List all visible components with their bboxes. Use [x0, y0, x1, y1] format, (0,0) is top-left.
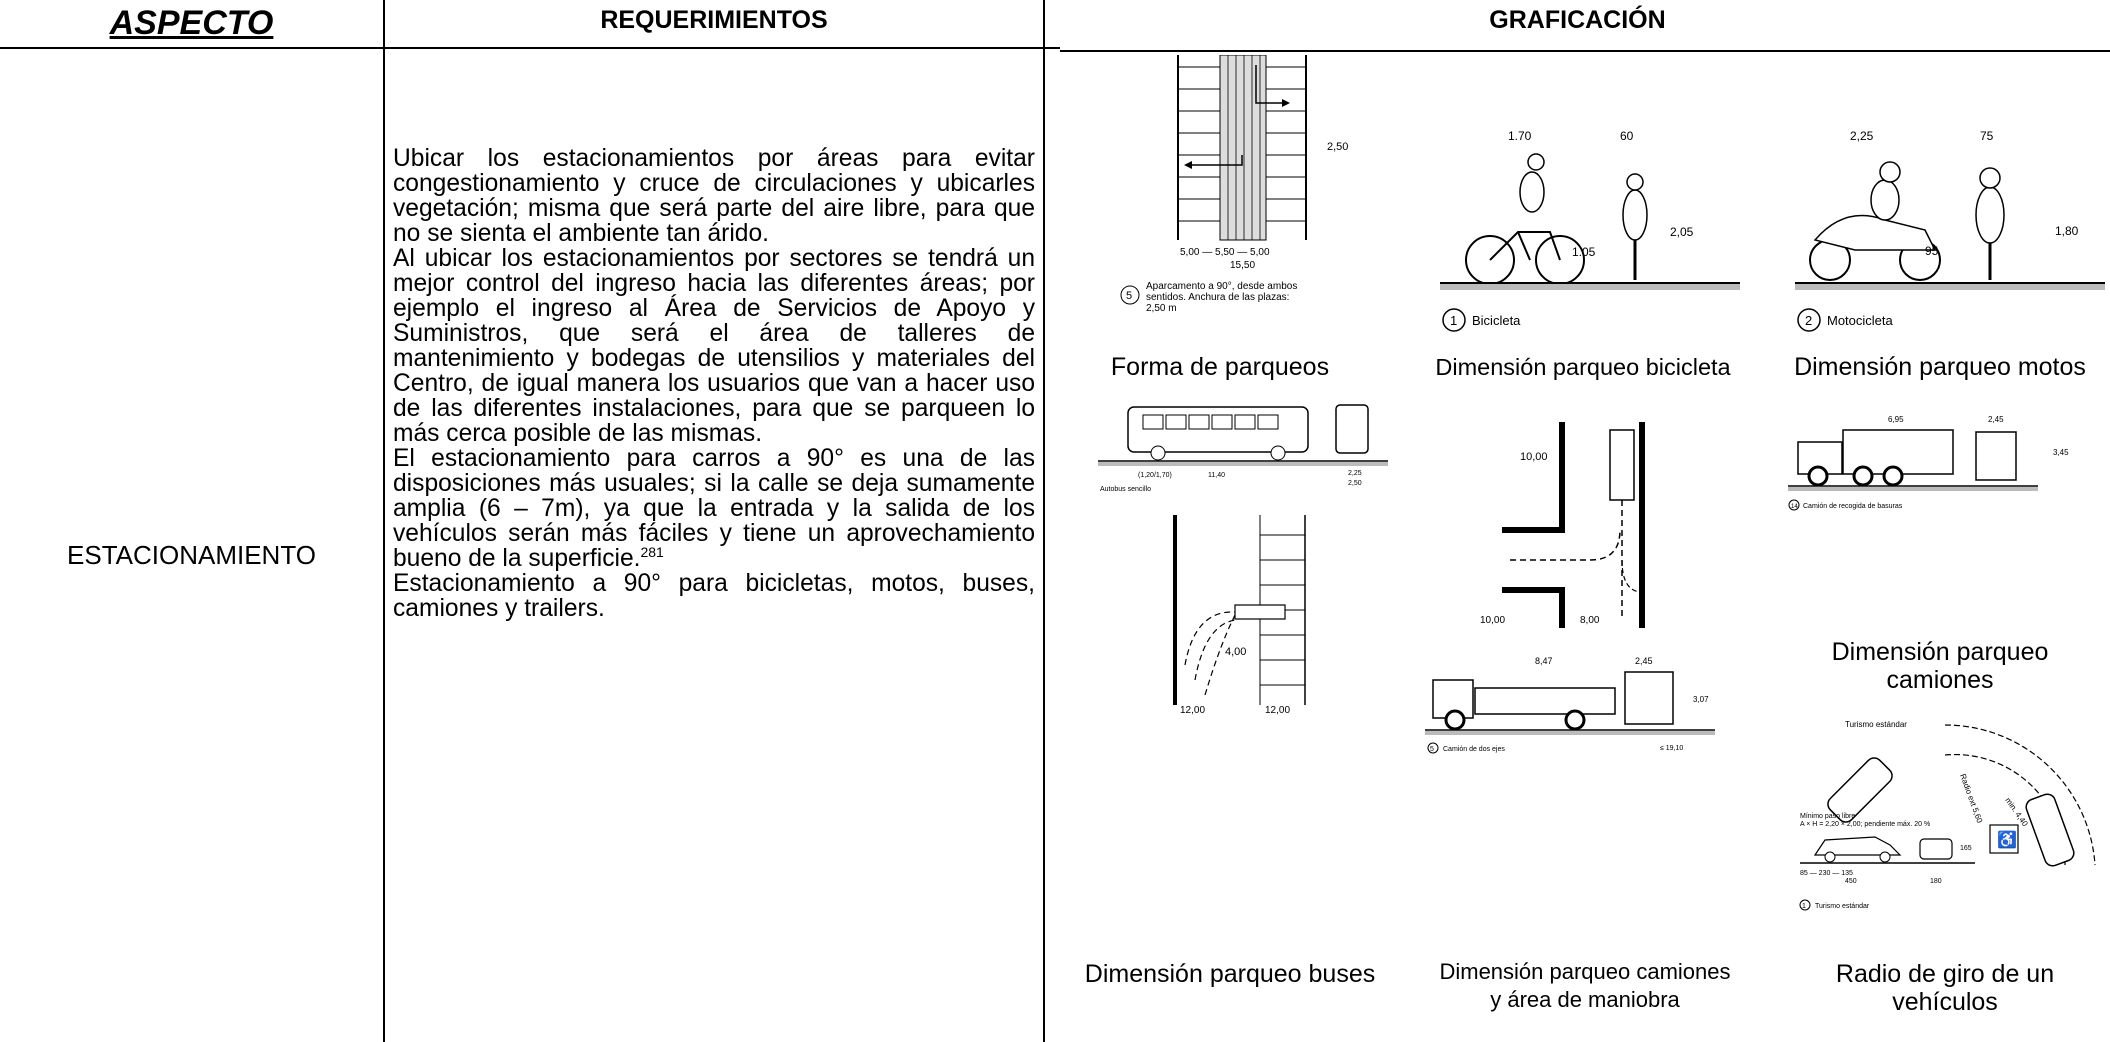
figure-t-maneuver: 10,00 10,00 8,00 [1470, 420, 1710, 630]
dim-label: 95 [1925, 244, 1939, 258]
figure-label: Camión de dos ejes [1443, 746, 1505, 753]
dim-label: 165 [1960, 845, 1972, 852]
requirement-paragraph: Al ubicar los estacionamientos por secto… [393, 245, 1035, 447]
dim-label: 10,00 [1520, 451, 1548, 463]
figure-note: Mínimo paso libre [1800, 813, 1855, 820]
figure-bus-parking: 4,00 12,00 12,00 [1165, 515, 1315, 725]
figure-bicycle: 1.70 60 1.05 2,05 1 Bicicleta [1440, 120, 1740, 340]
dim-label: (1,20/1,70) [1138, 472, 1172, 479]
dim-label: 5,00 — 5,50 — 5,00 [1180, 247, 1270, 258]
col-divider-2 [1043, 0, 1045, 1042]
dim-label: 8,47 [1535, 656, 1553, 666]
figure-note: 2,50 m [1146, 303, 1177, 314]
figure-turning-radius: Turismo estándar Radio ext 5,60 min. 4,4… [1795, 715, 2107, 915]
figure-parking-90: 2,50 5,00 — 5,50 — 5,00 15,50 5 Aparcame… [1110, 55, 1355, 317]
caption-camiones: Dimensión parqueo camiones [1780, 638, 2100, 694]
figure-number: 1 [1450, 313, 1457, 328]
dim-label: 1.05 [1572, 245, 1596, 259]
figure-number: 2 [1805, 313, 1812, 328]
figure-number: 5 [1126, 290, 1132, 302]
figure-note: sentidos. Anchura de las plazas: [1146, 292, 1289, 303]
dim-label: 8,00 [1580, 615, 1600, 626]
dim-label: 1.70 [1508, 129, 1532, 143]
figure-label: Turismo estándar [1845, 720, 1907, 729]
aspect-label: ESTACIONAMIENTO [67, 540, 316, 570]
caption-bicicleta: Dimensión parqueo bicicleta [1435, 354, 1731, 380]
dim-label: 3,45 [2053, 448, 2069, 457]
figure-note: A × H = 2,20 × 2,00; pendiente máx. 20 % [1800, 821, 1930, 828]
dim-label: 2,25 [1850, 129, 1874, 143]
footnote-ref: 281 [640, 543, 664, 560]
caption-radio-giro: Radio de giro de un vehículos [1790, 960, 2100, 1016]
caption-forma-parqueos: Forma de parqueos [1110, 353, 1330, 381]
dim-label: 11,40 [1208, 472, 1225, 479]
dim-label: 60 [1620, 129, 1634, 143]
caption-line: y área de maniobra [1490, 987, 1680, 1012]
figure-note: Aparcamento a 90°, desde ambos [1146, 281, 1297, 292]
dim-label: 12,00 [1265, 705, 1290, 716]
figure-bus: (1,20/1,70) 11,40 2,25 2,50 Autobus senc… [1098, 395, 1388, 495]
dim-label: 2,50 [1348, 480, 1362, 487]
figure-label: Motocicleta [1827, 313, 1894, 328]
dim-label: 4,00 [1225, 646, 1246, 658]
dim-label: Radio ext 5,60 [1958, 773, 1984, 825]
caption-line: Radio de giro de un [1835, 960, 2055, 988]
caption-line: vehículos [1892, 988, 1998, 1016]
figure-two-axle-truck: 8,47 2,45 3,07 5 Camión de dos ejes ≤ 19… [1425, 650, 1735, 760]
requirement-paragraph-text: El estacionamiento para carros a 90° es … [393, 445, 1035, 572]
dim-label: 6,95 [1888, 415, 1904, 424]
caption-motos: Dimensión parqueo motos [1794, 353, 2086, 381]
col-divider-1 [383, 0, 385, 1042]
dim-label: 10,00 [1480, 615, 1505, 626]
wheelchair-icon: ♿ [1997, 830, 2017, 849]
caption-maniobra: Dimensión parqueo camiones y área de man… [1420, 958, 1750, 1014]
requirement-paragraph: El estacionamiento para carros a 90° es … [393, 446, 1035, 571]
dim-label: 12,00 [1180, 705, 1205, 716]
figure-garbage-truck: 6,95 2,45 3,45 14 Camión de recogida de … [1788, 410, 2098, 515]
requirement-paragraph: Estacionamiento a 90° para bicicletas, m… [393, 570, 1035, 622]
dim-label: 15,50 [1230, 260, 1255, 271]
figure-label: Turismo estándar [1815, 903, 1870, 910]
requirements-text: Ubicar los estacionamientos por áreas pa… [393, 146, 1035, 621]
dim-label: ≤ 19,10 [1660, 745, 1683, 752]
caption-line: Dimensión parqueo [1831, 638, 2049, 666]
dim-label: 2,45 [1635, 656, 1653, 666]
figure-label: Autobus sencillo [1100, 486, 1151, 493]
figure-number: 5 [1430, 746, 1434, 753]
header-aspecto: ASPECTO [109, 4, 274, 42]
header-graficacion: GRAFICACIÓN [1489, 6, 1666, 34]
dim-label: 2,50 [1327, 141, 1348, 153]
figure-label: Bicicleta [1472, 313, 1521, 328]
dim-label: 85 — 230 — 135 [1800, 870, 1853, 877]
caption-line: Dimensión parqueo camiones [1439, 959, 1731, 984]
figure-number: 14 [1791, 504, 1798, 510]
dim-label: min. 4,40 [2003, 796, 2030, 829]
dim-label: 1,80 [2055, 224, 2079, 238]
figure-number: 1 [1802, 903, 1806, 910]
dim-label: 180 [1930, 878, 1942, 885]
requirement-paragraph: Ubicar los estacionamientos por áreas pa… [393, 145, 1035, 247]
caption-buses: Dimensión parqueo buses [1084, 960, 1376, 988]
dim-label: 3,07 [1693, 695, 1709, 704]
header-requerimientos: REQUERIMIENTOS [600, 6, 828, 34]
dim-label: 2,05 [1670, 225, 1694, 239]
figure-label: Camión de recogida de basuras [1803, 503, 1903, 510]
caption-line: camiones [1886, 666, 1994, 694]
header-divider [0, 47, 1060, 49]
figure-motorcycle: 2,25 75 95 1,80 2 Motocicleta [1795, 120, 2105, 340]
dim-label: 2,25 [1348, 470, 1362, 477]
dim-label: 450 [1845, 878, 1857, 885]
header-divider-right [1060, 50, 2110, 52]
dim-label: 75 [1980, 129, 1994, 143]
dim-label: 2,45 [1988, 415, 2004, 424]
